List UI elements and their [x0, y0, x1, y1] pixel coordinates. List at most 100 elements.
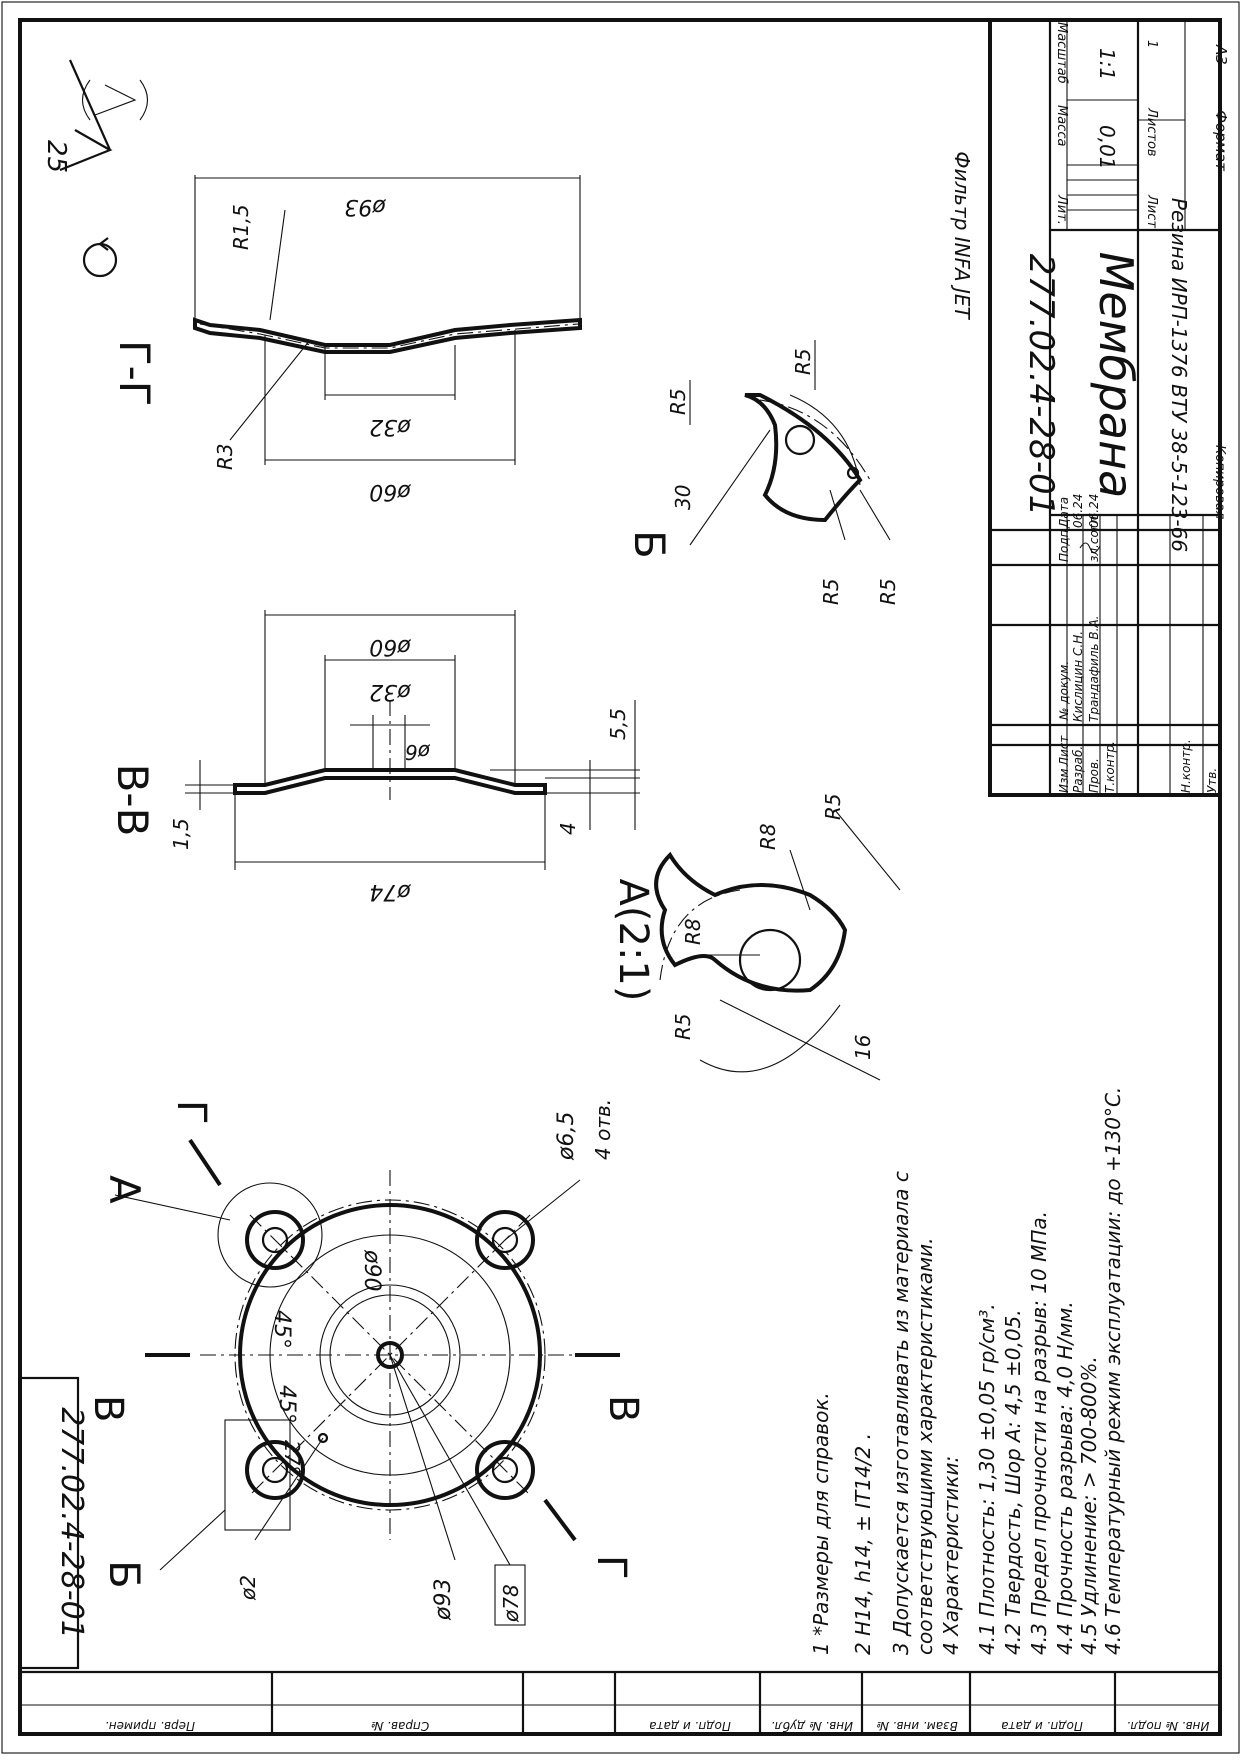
main-view: А Б В В Г Г ø90 45° 45° 27° ø6,5 4 отв. …	[85, 1099, 646, 1626]
tb-row-utv: Утв.	[1205, 768, 1219, 793]
drawing-frame	[18, 18, 1222, 1736]
detail-a-hole	[738, 928, 802, 992]
stamp-inv-podl: Инв. № подл.	[1127, 1719, 1210, 1733]
tb-header-sheets: Листов	[1144, 107, 1159, 157]
technical-notes: 1 *Размеры для справок. 2 H14, h14, ± IT…	[809, 1087, 1125, 1655]
stamp-vzam-inv: Взам. инв. №	[876, 1719, 957, 1733]
tb-row-podp: Подп.	[1057, 526, 1071, 562]
dim-d93-main: ø93	[431, 1579, 456, 1621]
dim-d90: ø90	[359, 1249, 384, 1291]
dim-r5-b3: R5	[819, 578, 843, 605]
dim-r5-b2: R5	[791, 348, 815, 375]
section-vv: В-В ø74 ø60 ø32 ø6 1,5 4 5,5	[108, 610, 640, 904]
cut-g-top	[188, 1138, 222, 1187]
tb-row-prov: Пров.	[1087, 758, 1101, 793]
note-1: 1 *Размеры для справок.	[809, 1392, 833, 1655]
dim-d60-vv: ø60	[369, 634, 411, 659]
dim-holes: 4 отв.	[591, 1099, 615, 1160]
tb-mass-value: 0,01	[1095, 125, 1119, 170]
dim-55: 5,5	[606, 708, 630, 740]
note-4-5: 4.5 Удлинение: > 700-800%.	[1077, 1356, 1101, 1655]
tb-drawing-number: 277.02.4-28-01	[1021, 254, 1061, 516]
section-vv-label: В-В	[108, 764, 157, 837]
note-3: 3 Допускается изготавливать из материала…	[889, 1171, 913, 1655]
note-3b: соответствующими характеристиками.	[913, 1238, 937, 1655]
tb-header-scale: Масштаб	[1054, 22, 1069, 84]
detail-a-label: А(2:1)	[610, 879, 656, 1002]
stamp-inv-dubl: Инв. № дубл.	[771, 1719, 853, 1733]
detail-b-outline	[744, 393, 863, 523]
dim-d6: ø6	[405, 740, 431, 764]
title-block: Лит. Масса Масштаб Лист Листов 0,01 1:1 …	[988, 18, 1230, 797]
filter-note: Фильтр INFA JET	[950, 151, 974, 320]
dim-d65: ø6,5	[554, 1112, 579, 1161]
tb-row-razrab: Разраб.	[1071, 746, 1085, 793]
detail-b-label: Б	[625, 530, 674, 559]
lug-tl	[245, 1210, 305, 1270]
rotated-number-box: 277.02.4-28-01	[18, 1376, 89, 1670]
dim-r5-b4: R5	[876, 578, 900, 605]
tb-row-nkontr: Н.контр.	[1179, 739, 1193, 793]
tb-header-lit: Лит.	[1054, 194, 1069, 225]
dim-r8-a2: R8	[756, 823, 780, 850]
section-gg-profile	[193, 317, 582, 354]
dim-r5-b1: R5	[666, 388, 690, 415]
bottom-stamp-strip: Перв. примен. Справ. № Подп. и дата Инв.…	[20, 1670, 1220, 1734]
tb-header-mass: Масса	[1054, 105, 1069, 146]
tb-row-tkontr: Т.контр.	[1103, 741, 1117, 793]
dim-d2: ø2	[236, 1575, 260, 1601]
detail-b: Б 30 R5 R5 R5 R5	[625, 340, 900, 605]
stamp-podp-data-2: Подп. и дата	[1001, 1719, 1083, 1733]
dim-d60-gg: ø60	[369, 479, 411, 504]
tb-header-sheet: Лист	[1144, 194, 1159, 228]
tb-material: Резина ИРП-1376 ВТУ 38-5-123-66	[1167, 198, 1191, 552]
cut-v-label-left: В	[85, 1395, 131, 1422]
section-vv-profile	[233, 768, 547, 795]
stamp-sprav-no: Справ. №	[371, 1719, 429, 1733]
tb-title: Мембрана	[1089, 252, 1143, 499]
note-4-3: 4.3 Предел прочности на разрыв: 10 МПа.	[1027, 1211, 1051, 1655]
detail-a-outline	[654, 851, 848, 993]
cut-g-label-top: Г	[168, 1100, 214, 1124]
tb-sheets-value: 1	[1144, 40, 1159, 48]
note-4-2: 4.2 Твердость, Шор А: 4,5 ±0,05.	[1001, 1309, 1025, 1655]
dim-r15: R1,5	[229, 204, 253, 250]
note-4: 4 Характеристики:	[939, 1456, 963, 1655]
cut-v-label-right: В	[600, 1395, 646, 1422]
note-4-1: 4.1 Плотность: 1,30 ±0,05 гр/см³.	[975, 1303, 999, 1655]
dim-thickness-15: 1,5	[169, 818, 193, 850]
tb-row-dokum: № докум.	[1057, 661, 1071, 721]
stamp-podp-data-1: Подп. и дата	[649, 1719, 731, 1733]
tb-row-razrab-date: 06.24	[1071, 494, 1085, 528]
dim-d32-vv: ø32	[369, 679, 411, 704]
signature-mark	[1079, 542, 1101, 554]
section-gg-rotation-icon	[82, 242, 118, 278]
dim-d93-top: ø93	[344, 194, 386, 219]
detail-b-hole	[784, 424, 816, 456]
dim-r5-a1: R5	[671, 1013, 695, 1040]
note-4-4: 4.4 Прочность разрыва: 4,0 Н/мм.	[1053, 1301, 1077, 1655]
tb-row-data: Дата	[1057, 497, 1071, 529]
dim-thickness-4: 4	[556, 822, 580, 835]
rotated-drawing-number: 277.02.4-28-01	[54, 1407, 89, 1639]
roughness-symbol: 25	[41, 59, 149, 173]
dim-a27: 27°	[280, 1440, 304, 1475]
marker-a-label: А	[100, 1175, 149, 1204]
dim-30: 30	[671, 485, 695, 510]
detail-a-marker	[217, 1182, 323, 1288]
cut-g-label-bottom: Г	[588, 1555, 634, 1579]
lug-bl	[245, 1440, 305, 1500]
tb-row-izm: Изм	[1057, 769, 1071, 793]
cut-g-bottom	[543, 1498, 577, 1542]
dim-d78: ø78	[499, 1584, 523, 1623]
dim-r8-a1: R8	[681, 918, 705, 945]
detail-a: А(2:1) 16 R5 R8 R8 R5	[610, 793, 901, 1081]
tb-row-razrab-name: Кислицин С.Н.	[1071, 631, 1085, 722]
dim-r3: R3	[213, 443, 237, 470]
section-gg: Г-Г ø93 ø32 ø60 R1,5 R3	[82, 175, 582, 504]
stamp-perv-primen: Перв. примен.	[105, 1719, 195, 1733]
tb-row-prov-date: 06.24	[1087, 494, 1101, 528]
detail-b-marker	[224, 1419, 291, 1531]
